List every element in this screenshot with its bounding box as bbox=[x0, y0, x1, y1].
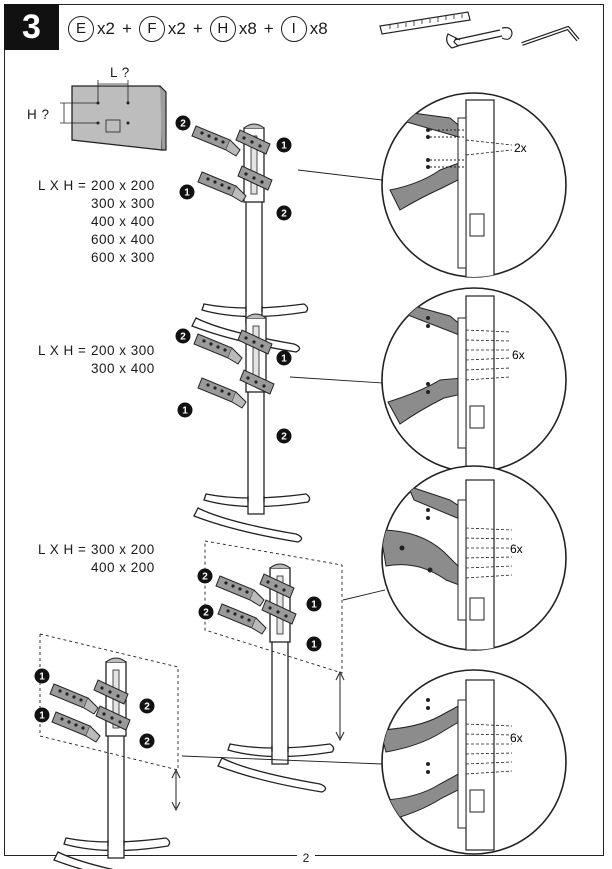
section-3-sizes: 300 x 200 400 x 200 bbox=[91, 541, 155, 577]
section-1-sizes: 200 x 200 300 x 300 400 x 400 600 x 400 … bbox=[91, 177, 155, 267]
section-3-formula: L X H = bbox=[38, 542, 87, 557]
detail-count-2: 6x bbox=[512, 348, 525, 362]
callout-3 bbox=[197, 568, 322, 652]
detail-count-3: 6x bbox=[510, 542, 523, 556]
part-i-letter: I bbox=[280, 16, 307, 42]
part-f-qty: x2 bbox=[167, 19, 186, 38]
part-h-qty: x8 bbox=[238, 19, 257, 38]
page-number: 2 bbox=[0, 851, 612, 865]
ruler-icon bbox=[379, 11, 471, 35]
detail-circle-2: 6x bbox=[381, 287, 567, 473]
plus-sign: + bbox=[121, 19, 132, 38]
size-item: 600 x 400 bbox=[91, 232, 155, 247]
part-i-qty: x8 bbox=[309, 19, 328, 38]
hex-key-icon bbox=[521, 26, 580, 46]
size-item: 600 x 300 bbox=[91, 250, 155, 265]
parts-list: E x2 + F x2 + H x8 + I x8 bbox=[66, 14, 332, 44]
size-item: 300 x 300 bbox=[91, 196, 155, 211]
tv-screen-illustration bbox=[60, 80, 167, 151]
stand-4-illustration bbox=[39, 633, 181, 869]
leader-line bbox=[181, 755, 383, 765]
size-item: 200 x 200 bbox=[91, 178, 155, 193]
plus-sign: + bbox=[192, 19, 203, 38]
stand-3-illustration bbox=[204, 540, 345, 793]
section-2-sizes: 200 x 300 300 x 400 bbox=[91, 342, 155, 378]
detail-circle-4: 6x bbox=[381, 669, 567, 855]
part-e-letter: E bbox=[68, 16, 94, 42]
section-1-formula: L X H = bbox=[38, 178, 87, 193]
step-number-badge: 3 bbox=[4, 4, 59, 50]
size-item: 200 x 300 bbox=[91, 343, 155, 358]
leader-line bbox=[289, 376, 384, 384]
callout-1 bbox=[175, 115, 292, 221]
part-f-letter: F bbox=[138, 16, 165, 42]
page-number-text: 2 bbox=[296, 851, 316, 865]
size-item: 400 x 400 bbox=[91, 214, 155, 229]
leader-line bbox=[297, 169, 383, 181]
part-h-letter: H bbox=[209, 16, 236, 42]
tv-width-label: L ? bbox=[110, 65, 130, 80]
detail-count-4: 6x bbox=[510, 731, 523, 745]
detail-circle-1: 2x bbox=[381, 92, 567, 278]
detail-circle-3: 6x bbox=[381, 465, 567, 651]
wrench-icon bbox=[446, 27, 513, 49]
plus-sign: + bbox=[263, 19, 274, 38]
size-item: 400 x 200 bbox=[91, 560, 155, 575]
tv-height-label: H ? bbox=[27, 107, 50, 122]
part-e-qty: x2 bbox=[97, 19, 115, 38]
size-item: 300 x 200 bbox=[91, 542, 155, 557]
leader-line bbox=[342, 589, 386, 601]
size-item: 300 x 400 bbox=[91, 361, 155, 376]
section-2-formula: L X H = bbox=[38, 343, 87, 358]
detail-count-1: 2x bbox=[514, 141, 527, 155]
